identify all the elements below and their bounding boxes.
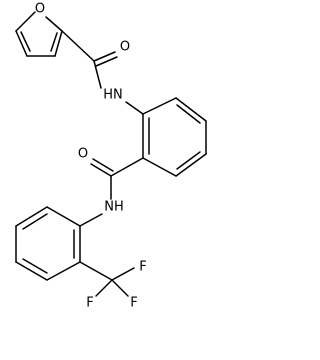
bond: [142, 97, 177, 115]
bond: [92, 158, 114, 172]
bond: [125, 101, 144, 115]
bond: [46, 206, 81, 227]
bond: [175, 97, 207, 122]
carbonyl-top: [61, 30, 144, 115]
bond: [15, 206, 48, 227]
fluorine-bottom-right-label: F: [130, 296, 137, 311]
furan-oxygen-label: O: [35, 2, 45, 17]
bond: [15, 261, 48, 281]
bond: [61, 30, 95, 62]
fluorine-right-label: F: [139, 260, 146, 275]
bond: [79, 261, 113, 281]
bond: [22, 258, 48, 274]
bond: [95, 56, 118, 67]
fluorine-bottom-left-label: F: [86, 296, 93, 311]
bond: [95, 279, 113, 297]
bond: [93, 60, 102, 89]
bond: [142, 157, 177, 177]
bond: [50, 32, 58, 52]
bond: [111, 279, 129, 297]
bond: [15, 30, 28, 57]
bond: [176, 104, 201, 124]
amide-nh-bottom-label: NH: [104, 200, 124, 215]
carbonyl-oxygen-top-label: O: [120, 40, 130, 55]
bond: [22, 213, 48, 230]
bond: [20, 31, 31, 52]
bond: [90, 163, 112, 177]
bond: [175, 153, 207, 177]
carbonyl-middle: [79, 157, 144, 227]
carbonyl-oxygen-middle-label: O: [78, 147, 88, 162]
bond: [46, 261, 81, 281]
bond: [111, 267, 135, 281]
bond: [176, 151, 201, 170]
bond: [15, 11, 36, 32]
bond: [54, 30, 63, 57]
furan-ring: [15, 11, 63, 57]
bond: [93, 51, 116, 62]
benzene-ring-middle: [142, 97, 207, 177]
trifluoromethyl-group: [79, 261, 135, 297]
amide-nh-top-label: HN: [103, 88, 123, 103]
molecule-structure: O O HN O NH F F F: [15, 2, 207, 311]
bond: [79, 213, 103, 227]
bond: [110, 157, 144, 177]
benzene-ring-bottom: [15, 206, 81, 281]
bond: [45, 16, 63, 32]
